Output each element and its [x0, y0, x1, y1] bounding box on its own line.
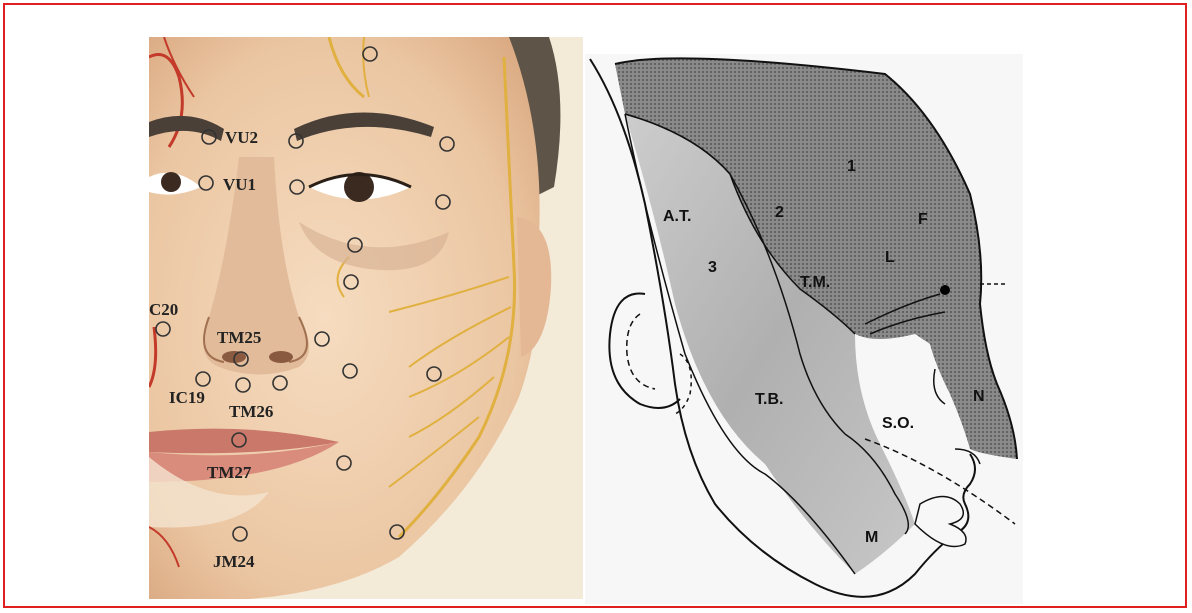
label-zone-3: 3 [708, 259, 717, 276]
label-vu1: VU1 [223, 175, 256, 194]
label-zone-2: 2 [775, 204, 784, 221]
label-jm24: JM24 [213, 552, 255, 571]
label-tm27: TM27 [207, 463, 252, 482]
label-m: M [865, 529, 878, 546]
face-drawing: VU2 VU1 C20 TM25 IC19 TM26 TM27 JM24 [149, 37, 583, 599]
profile-drawing: 1 2 F L A.T. 3 T.M. T.B. S.O. N M [585, 54, 1023, 604]
label-at: A.T. [663, 208, 691, 225]
label-zone-1: 1 [847, 158, 856, 175]
label-so: S.O. [882, 415, 914, 432]
label-tb: T.B. [755, 391, 783, 408]
label-f: F [918, 211, 928, 228]
face-illustration: VU2 VU1 C20 TM25 IC19 TM26 TM27 JM24 [149, 37, 583, 599]
label-c20: C20 [149, 300, 178, 319]
label-vu2: VU2 [225, 128, 258, 147]
label-tm25: TM25 [217, 328, 261, 347]
label-l: L [885, 249, 895, 266]
label-ic19: IC19 [169, 388, 205, 407]
label-tm26: TM26 [229, 402, 273, 421]
label-n: N [973, 388, 985, 405]
label-tm: T.M. [800, 274, 830, 291]
profile-zone-diagram: 1 2 F L A.T. 3 T.M. T.B. S.O. N M [585, 54, 1023, 604]
